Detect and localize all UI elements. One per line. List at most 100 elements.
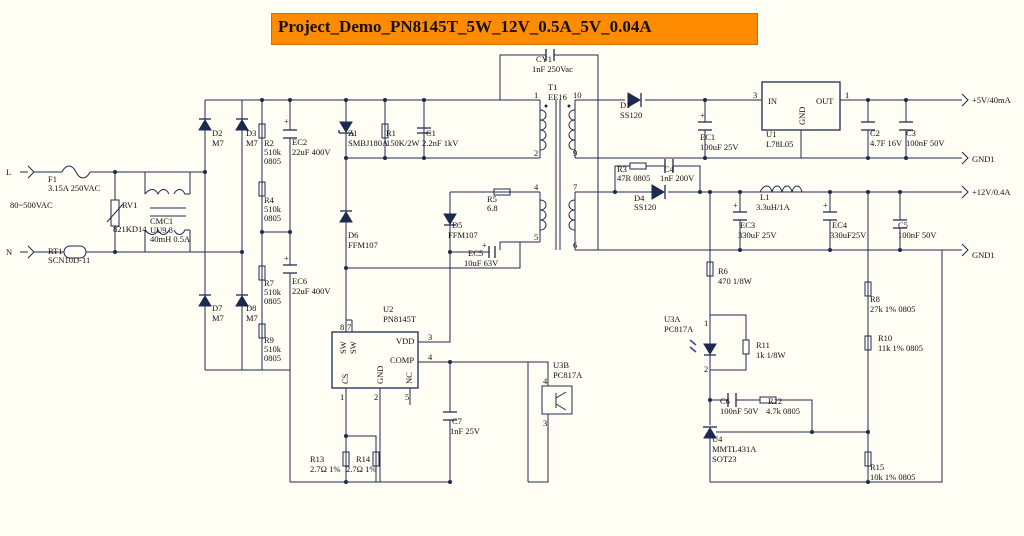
label-pin8: 8 <box>340 322 344 332</box>
label-d8: D8 <box>246 303 256 313</box>
label-r7-value: 510k <box>264 287 282 297</box>
label-pin3: 3 <box>428 332 432 342</box>
label-f1: F1 <box>48 174 57 184</box>
label-r3-value: 47R 0805 <box>617 173 650 183</box>
label-comp: COMP <box>390 355 414 365</box>
label-ec6-value: 22uF 400V <box>292 286 331 296</box>
label-r1: R1 <box>386 128 396 138</box>
label-t1-pin5: 5 <box>534 232 538 242</box>
label-d6: D6 <box>348 230 358 240</box>
label-d7: D7 <box>212 303 222 313</box>
label-r14-value: 2.7Ω 1% <box>346 464 376 474</box>
label-u1-pin1: 1 <box>845 90 849 100</box>
label-rt1: RT1 <box>48 246 63 256</box>
label-l1-value: 3.3uH/1A <box>756 202 791 212</box>
label-rt1-value: SCN10D-11 <box>48 255 90 265</box>
label-c4: C4 <box>664 164 675 174</box>
label-c6: C6 <box>720 396 730 406</box>
label-u3a: U3A <box>664 314 681 324</box>
label-d4: D4 <box>634 193 645 203</box>
label-out-5v: +5V/40mA <box>972 95 1012 105</box>
label-pin2: 2 <box>374 392 378 402</box>
label-u4: U4 <box>712 434 723 444</box>
label-cy1: CY1 <box>536 54 552 64</box>
label-cy1-value: 1nF 250Vac <box>532 64 573 74</box>
label-d5: D5 <box>452 220 462 230</box>
label-r3: R3 <box>617 164 627 174</box>
label-r11-value: 1k 1/8W <box>756 350 786 360</box>
label-ec2-value: 22uF 400V <box>292 147 331 157</box>
label-vdd: VDD <box>396 336 414 346</box>
label-r2-value: 510k <box>264 147 282 157</box>
label-d3: D3 <box>246 128 256 138</box>
label-u3a-value: PC817A <box>664 324 694 334</box>
label-c3-value: 100nF 50V <box>906 138 945 148</box>
label-pin5: 5 <box>405 392 409 402</box>
label-d5-value: FFM107 <box>448 230 478 240</box>
label-z1-value: SMBJ180A <box>348 138 389 148</box>
label-c1-value: 2.2nF 1kV <box>422 138 459 148</box>
label-nc: NC <box>404 372 414 384</box>
label-t1-pin7: 7 <box>573 182 577 192</box>
label-u1-value: L78L05 <box>766 139 793 149</box>
label-t1-pin4: 4 <box>534 182 539 192</box>
label-pin4: 4 <box>428 352 433 362</box>
label-t1-pin10: 10 <box>573 90 582 100</box>
label-ec4-plus: + <box>823 200 828 210</box>
label-c7-value: 1nF 25V <box>450 426 481 436</box>
label-t1: T1 <box>548 82 557 92</box>
label-gnd1-bottom: GND1 <box>972 250 995 260</box>
label-r10-value: 11k 1% 0805 <box>878 343 923 353</box>
label-r6-value: 470 1/8W <box>718 276 752 286</box>
label-d6-value: FFM107 <box>348 240 378 250</box>
transformer-t1 <box>450 49 599 258</box>
label-out: OUT <box>816 96 834 106</box>
label-u2: U2 <box>383 304 393 314</box>
label-r10: R10 <box>878 333 892 343</box>
output-5v <box>575 81 969 251</box>
label-cs: CS <box>340 373 350 384</box>
label-r8: R8 <box>870 294 880 304</box>
label-ec1-plus: + <box>700 110 705 120</box>
label-ec2: EC2 <box>292 137 307 147</box>
label-t1-pin6: 6 <box>573 240 577 250</box>
label-ec4: EC4 <box>832 220 848 230</box>
label-ec3: EC3 <box>740 220 755 230</box>
label-d1: D1 <box>620 100 630 110</box>
label-out-12v: +12V/0.4A <box>972 187 1011 197</box>
label-cmc1-core: UU9.8 <box>150 225 173 235</box>
label-c7: C7 <box>452 416 462 426</box>
label-u4-value: MMTL431A <box>712 444 757 454</box>
label-u1: U1 <box>766 129 776 139</box>
label-t1-pin1: 1 <box>534 90 538 100</box>
label-r15-value: 10k 1% 0805 <box>870 472 915 482</box>
label-vin: 80~500VAC <box>10 200 53 210</box>
label-d1-value: SS120 <box>620 110 642 120</box>
label-pin1: 1 <box>340 392 344 402</box>
label-r2: R2 <box>264 138 274 148</box>
label-r9: R9 <box>264 335 274 345</box>
label-ec5-plus: + <box>482 240 487 250</box>
label-r8-value: 27k 1% 0805 <box>870 304 915 314</box>
label-c3: C3 <box>906 128 916 138</box>
label-r14: R14 <box>356 454 371 464</box>
label-f1-value: 3.15A 250VAC <box>48 183 101 193</box>
label-ec1: EC1 <box>700 132 715 142</box>
output-12v <box>575 159 969 484</box>
label-d2-value: M7 <box>212 138 224 148</box>
label-d8-value: M7 <box>246 313 258 323</box>
label-r2-pkg: 0805 <box>264 156 281 166</box>
label-r7-pkg: 0805 <box>264 296 281 306</box>
label-u1-pin3: 3 <box>753 90 757 100</box>
label-l: L <box>6 167 11 177</box>
label-c5: C5 <box>898 220 908 230</box>
label-cmc1-value: 40mH 0.5A <box>150 234 191 244</box>
label-n: N <box>6 247 12 257</box>
label-ec6-plus: + <box>284 253 289 263</box>
label-u3b: U3B <box>553 360 569 370</box>
label-d4-value: SS120 <box>634 202 656 212</box>
label-r5: R5 <box>487 194 497 204</box>
label-r6: R6 <box>718 266 728 276</box>
label-ec3-plus: + <box>733 200 738 210</box>
